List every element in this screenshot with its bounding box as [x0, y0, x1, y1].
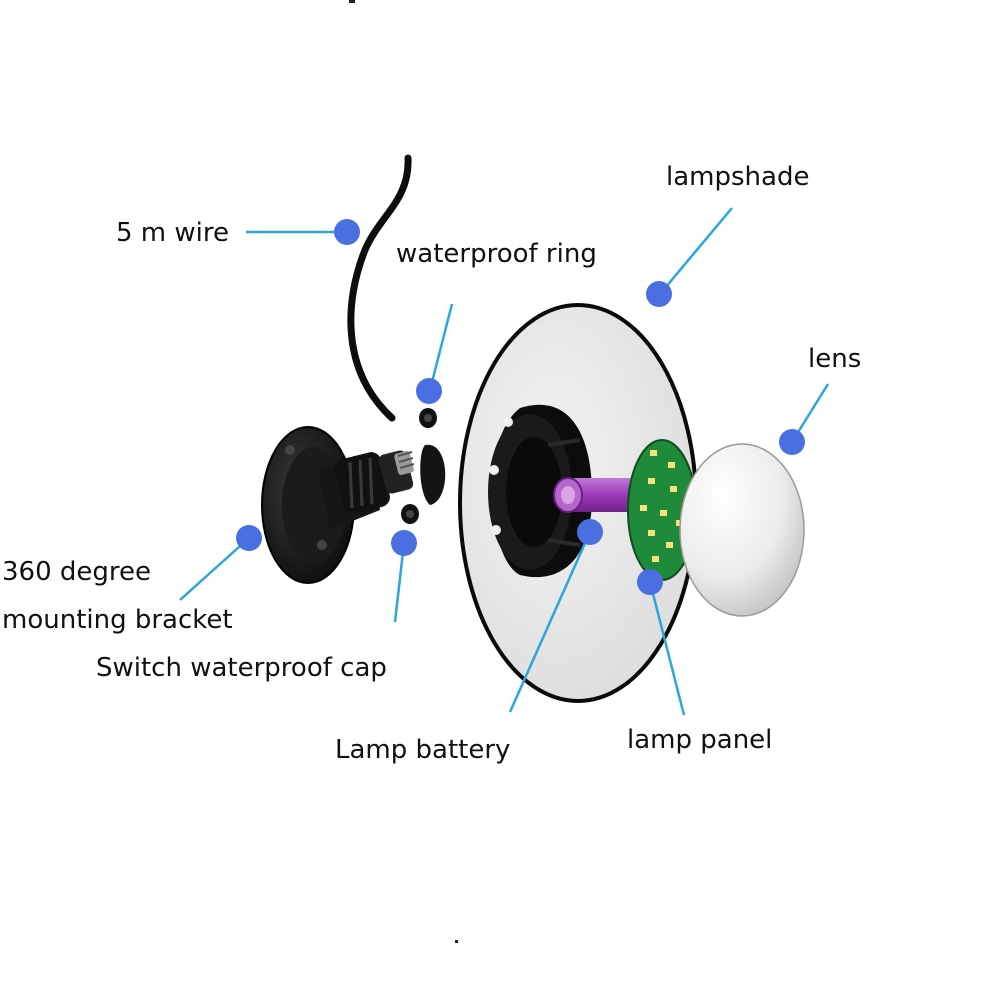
small-rings	[401, 408, 446, 524]
stray-mark	[455, 940, 458, 943]
stray-mark	[349, 0, 355, 3]
callout-dot-bracket	[236, 525, 262, 551]
label-waterproof-ring: waterproof ring	[396, 239, 597, 269]
lens-dome	[679, 443, 805, 617]
label-lamp-panel: lamp panel	[627, 725, 773, 755]
lamp-housing	[488, 404, 593, 578]
label-mounting-bracket-line1: 360 degree	[2, 557, 152, 587]
label-lampshade: lampshade	[666, 162, 810, 192]
callout-dot-ring	[416, 378, 442, 404]
label-mounting-bracket-line2: mounting bracket	[2, 605, 233, 635]
label-switch-cap: Switch waterproof cap	[96, 653, 387, 683]
mounting-bracket	[261, 426, 415, 584]
label-lamp-battery: Lamp battery	[335, 735, 511, 765]
callout-dot-battery	[577, 519, 603, 545]
wire-cable	[347, 154, 412, 422]
callout-dot-wire	[334, 219, 360, 245]
callout-dot-panel	[637, 569, 663, 595]
label-wire: 5 m wire	[116, 218, 230, 248]
label-lens: lens	[808, 344, 862, 374]
callout-dot-lens	[779, 429, 805, 455]
label-mounting-bracket: 360 degree mounting bracket	[2, 548, 233, 644]
callout-dots	[236, 219, 805, 595]
callout-dot-lampshade	[646, 281, 672, 307]
callout-dot-cap	[391, 530, 417, 556]
